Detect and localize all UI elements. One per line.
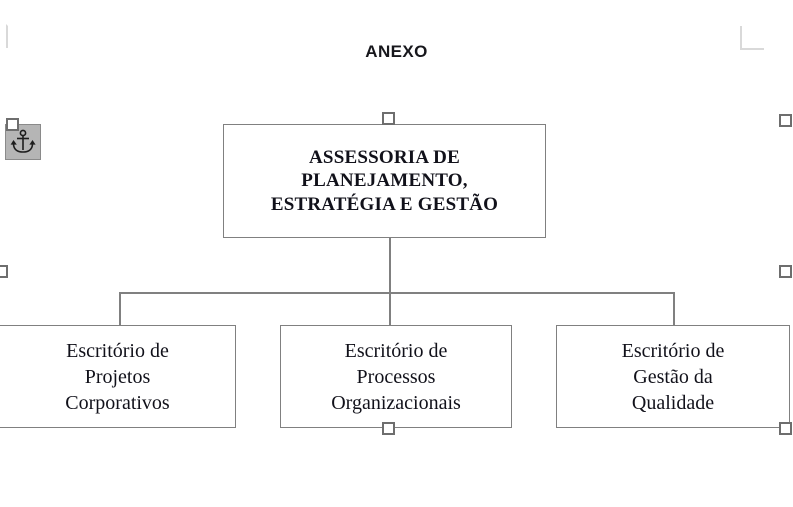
selection-handle-right-top[interactable] xyxy=(779,114,792,127)
org-node-child-2-label: Escritório de Processos Organizacionais xyxy=(331,338,461,416)
org-node-child-3-line-2: Gestão da xyxy=(633,365,713,388)
org-node-root-label: ASSESSORIA DE PLANEJAMENTO, ESTRATÉGIA E… xyxy=(271,146,498,216)
org-node-child-1-line-2: Projetos xyxy=(84,365,151,388)
org-node-child-2-line-1: Escritório de xyxy=(344,339,448,362)
org-node-child-3-label: Escritório de Gestão da Qualidade xyxy=(622,338,725,416)
org-node-child-1-line-1: Escritório de xyxy=(66,339,169,362)
org-node-child-3-line-1: Escritório de xyxy=(621,339,725,362)
org-node-child-1-label: Escritório de Projetos Corporativos xyxy=(65,338,169,416)
org-node-gestao-da-qualidade[interactable]: Escritório de Gestão da Qualidade xyxy=(556,325,790,428)
selection-handle-left-middle[interactable] xyxy=(0,265,8,278)
org-node-root[interactable]: ASSESSORIA DE PLANEJAMENTO, ESTRATÉGIA E… xyxy=(223,124,546,238)
connector-drop-left xyxy=(119,292,121,325)
org-node-child-2-line-2: Processos xyxy=(356,365,436,388)
selection-handle-left-top[interactable] xyxy=(6,118,19,131)
org-node-processos-organizacionais[interactable]: Escritório de Processos Organizacionais xyxy=(280,325,512,428)
anchor-glyph xyxy=(10,129,36,153)
org-node-child-2-line-3: Organizacionais xyxy=(331,391,461,414)
org-node-projetos-corporativos[interactable]: Escritório de Projetos Corporativos xyxy=(0,325,236,428)
connector-drop-right xyxy=(673,292,675,325)
object-anchor-icon[interactable] xyxy=(5,124,41,160)
org-node-root-line-3: ESTRATÉGIA E GESTÃO xyxy=(270,193,499,215)
org-node-root-line-2: PLANEJAMENTO, xyxy=(301,170,468,192)
connector-horizontal-bar xyxy=(119,292,674,294)
page-title: ANEXO xyxy=(365,42,428,61)
selection-handle-right-middle[interactable] xyxy=(779,265,792,278)
selection-handle-top-center[interactable] xyxy=(382,112,395,125)
org-node-child-1-line-3: Corporativos xyxy=(65,391,170,414)
org-node-child-3-line-3: Qualidade xyxy=(631,391,715,414)
connector-root-stem xyxy=(389,238,391,294)
connector-drop-center xyxy=(389,292,391,325)
org-node-root-line-1: ASSESSORIA DE xyxy=(309,147,460,169)
selection-handle-bottom-center[interactable] xyxy=(382,422,395,435)
selection-handle-right-bottom[interactable] xyxy=(779,422,792,435)
